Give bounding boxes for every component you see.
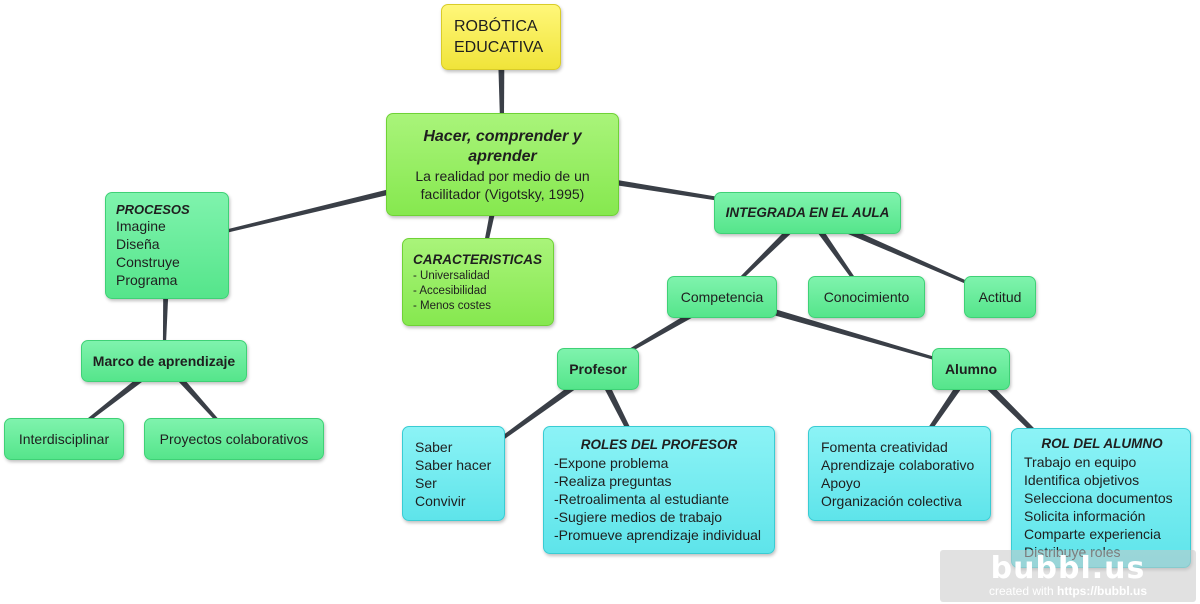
saber-item: Saber [415,438,453,455]
rol-alumno-item: Comparte experiencia [1024,526,1161,542]
root-line-1: ROBÓTICA [454,18,538,35]
node-hacer-comprender-aprender[interactable]: Hacer, comprender y aprender La realidad… [386,113,619,216]
node-marco-de-aprendizaje[interactable]: Marco de aprendizaje [81,340,247,382]
integrada-label: INTEGRADA EN EL AULA [725,205,890,220]
profesor-label: Profesor [569,361,627,377]
node-profesor[interactable]: Profesor [557,348,639,390]
fomenta-item: Fomenta creatividad [821,438,948,455]
rol-alumno-item: Selecciona documentos [1024,490,1173,506]
node-saber[interactable]: Saber Saber hacer Ser Convivir [402,426,505,521]
rol-alumno-item: Solicita información [1024,508,1146,524]
caption-prefix: created with [988,584,1054,598]
node-interdisciplinar[interactable]: Interdisciplinar [4,418,124,460]
roles-profesor-item: -Expone problema [554,455,669,471]
caracteristicas-item: - Accesibilidad [413,284,487,297]
node-competencia[interactable]: Competencia [667,276,777,318]
bubblus-caption: created with https://bubbl.us [989,584,1147,598]
node-proyectos-colaborativos[interactable]: Proyectos colaborativos [144,418,324,460]
hacer-heading-line-1: Hacer, comprender y [423,127,582,145]
caracteristicas-item: - Menos costes [413,299,491,312]
node-actitud[interactable]: Actitud [964,276,1036,318]
hacer-heading-line-2: aprender [468,147,537,165]
marco-label: Marco de aprendizaje [92,353,236,369]
caracteristicas-heading: CARACTERISTICAS [413,251,543,267]
node-alumno[interactable]: Alumno [932,348,1010,390]
procesos-heading: PROCESOS [116,202,190,217]
node-integrada-en-el-aula[interactable]: INTEGRADA EN EL AULA [714,192,901,234]
caracteristicas-item: - Universalidad [413,269,490,282]
rol-alumno-heading: ROL DEL ALUMNO [1041,436,1163,451]
procesos-item: Diseña [116,236,160,252]
fomenta-item: Apoyo [821,474,861,491]
saber-item: Ser [415,474,437,491]
hacer-body-line-2: facilitador (Vigotsky, 1995) [420,185,585,202]
node-fomenta-creatividad[interactable]: Fomenta creatividad Aprendizaje colabora… [808,426,991,521]
rol-alumno-item: Trabajo en equipo [1024,454,1137,470]
node-procesos[interactable]: PROCESOS Imagine Diseña Construye Progra… [105,192,229,299]
root-line-2: EDUCATIVA [454,39,544,56]
link-competencia-alumno [721,293,972,371]
procesos-item: Imagine [116,218,166,234]
node-caracteristicas[interactable]: CARACTERISTICAS - Universalidad - Accesi… [402,238,554,326]
roles-profesor-item: -Sugiere medios de trabajo [554,509,723,525]
roles-profesor-item: -Retroalimenta al estudiante [554,491,730,507]
conocimiento-label: Conocimiento [823,289,910,305]
competencia-label: Competencia [680,289,764,305]
node-rol-del-alumno[interactable]: ROL DEL ALUMNO Trabajo en equipo Identif… [1011,428,1191,568]
hacer-body-line-1: La realidad por medio de un [415,167,590,184]
fomenta-item: Organización colectiva [821,492,962,509]
caption-url: https://bubbl.us [1057,584,1148,598]
procesos-item: Construye [116,254,180,270]
rol-alumno-item: Identifica objetivos [1024,472,1140,488]
procesos-item: Programa [116,272,178,288]
roles-profesor-item: -Realiza preguntas [554,473,672,489]
roles-profesor-item: -Promueve aprendizaje individual [554,527,762,543]
bubblus-logo: bubbl.us [990,551,1146,586]
node-roles-del-profesor[interactable]: ROLES DEL PROFESOR -Expone problema -Rea… [543,426,775,554]
actitud-label: Actitud [978,289,1022,305]
saber-item: Saber hacer [415,456,492,473]
roles-profesor-heading: ROLES DEL PROFESOR [580,437,738,452]
node-robotica-educativa[interactable]: ROBÓTICA EDUCATIVA [441,4,561,70]
interdisciplinar-label: Interdisciplinar [18,431,110,447]
bubblus-watermark[interactable]: bubbl.us created with https://bubbl.us [940,550,1196,602]
proyectos-label: Proyectos colaborativos [159,431,309,447]
saber-item: Convivir [415,492,466,509]
node-conocimiento[interactable]: Conocimiento [808,276,925,318]
fomenta-item: Aprendizaje colaborativo [821,456,975,473]
alumno-label: Alumno [944,361,998,377]
